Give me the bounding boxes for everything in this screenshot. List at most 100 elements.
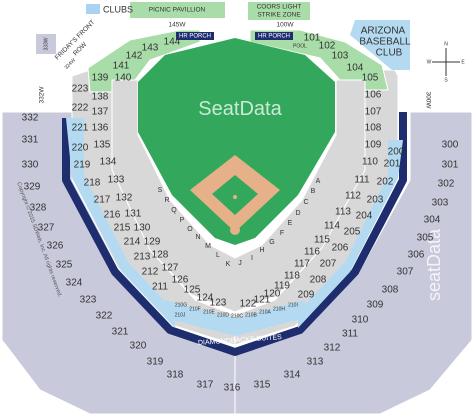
section-210I[interactable]: 210I	[288, 302, 298, 308]
section-331[interactable]: 331	[22, 135, 39, 146]
section-109[interactable]: 109	[365, 140, 382, 151]
section-107[interactable]: 107	[365, 107, 382, 118]
section-127[interactable]: 127	[162, 263, 179, 274]
section-214[interactable]: 214	[124, 237, 141, 248]
section-210J[interactable]: 210J	[175, 312, 186, 318]
section-210G[interactable]: 210G	[175, 302, 187, 308]
section-300[interactable]: 300	[442, 140, 459, 151]
section-100w[interactable]: 100W	[277, 22, 295, 29]
section-313[interactable]: 313	[307, 357, 324, 368]
section-312[interactable]: 312	[324, 343, 341, 354]
section-212[interactable]: 212	[142, 267, 159, 278]
section-202[interactable]: 202	[377, 177, 394, 188]
section-104[interactable]: 104	[347, 63, 364, 74]
section-145w[interactable]: 145W	[169, 22, 187, 29]
section-311[interactable]: 311	[342, 329, 358, 340]
section-210F[interactable]: 210F	[189, 306, 200, 312]
section-136[interactable]: 136	[92, 123, 109, 134]
section-108[interactable]: 108	[365, 123, 382, 134]
section-314[interactable]: 314	[284, 370, 301, 381]
section-144[interactable]: 144	[164, 37, 181, 48]
section-302[interactable]: 302	[438, 179, 455, 190]
section-110[interactable]: 110	[362, 157, 378, 168]
section-140[interactable]: 140	[115, 73, 132, 84]
section-210H[interactable]: 210H	[273, 306, 285, 312]
section-116[interactable]: 116	[304, 247, 320, 258]
section-111[interactable]: 111	[354, 175, 370, 186]
section-200[interactable]: 200	[388, 147, 405, 158]
section-210C[interactable]: 210C	[231, 313, 243, 319]
section-318[interactable]: 318	[167, 370, 184, 381]
section-321[interactable]: 321	[112, 327, 129, 338]
section-327[interactable]: 327	[38, 223, 55, 234]
section-106[interactable]: 106	[365, 90, 382, 101]
section-201[interactable]: 201	[384, 159, 401, 170]
section-223[interactable]: 223	[72, 84, 89, 95]
section-303[interactable]: 303	[432, 198, 449, 209]
section-118[interactable]: 118	[284, 271, 300, 282]
section-316[interactable]: 316	[224, 383, 241, 394]
section-119[interactable]: 119	[274, 281, 290, 292]
section-328[interactable]: 328	[30, 203, 47, 214]
section-305[interactable]: 305	[417, 233, 434, 244]
section-221[interactable]: 221	[72, 123, 89, 134]
section-210E[interactable]: 210E	[203, 309, 215, 315]
section-324[interactable]: 324	[66, 278, 83, 289]
section-105[interactable]: 105	[362, 73, 379, 84]
section-332w[interactable]: 332W	[39, 86, 46, 104]
section-125[interactable]: 125	[184, 285, 201, 296]
section-101[interactable]: 101	[304, 33, 321, 44]
section-206[interactable]: 206	[332, 243, 349, 254]
section-126[interactable]: 126	[172, 275, 189, 286]
section-133[interactable]: 133	[108, 175, 125, 186]
section-211[interactable]: 211	[152, 282, 168, 293]
section-330[interactable]: 330	[22, 160, 39, 171]
section-120[interactable]: 120	[264, 289, 281, 300]
section-205[interactable]: 205	[344, 227, 361, 238]
section-117[interactable]: 117	[294, 259, 310, 270]
section-307[interactable]: 307	[397, 267, 414, 278]
section-218[interactable]: 218	[84, 178, 101, 189]
section-323[interactable]: 323	[80, 295, 97, 306]
section-115[interactable]: 115	[314, 235, 330, 246]
section-141[interactable]: 141	[113, 61, 130, 72]
section-210A[interactable]: 210A	[259, 309, 271, 315]
section-122[interactable]: 122	[240, 299, 257, 310]
section-213[interactable]: 213	[134, 252, 151, 263]
section-124[interactable]: 124	[197, 293, 214, 304]
section-215[interactable]: 215	[114, 223, 131, 234]
section-315[interactable]: 315	[254, 380, 271, 391]
section-138[interactable]: 138	[92, 92, 109, 103]
section-131[interactable]: 131	[125, 209, 142, 220]
section-219[interactable]: 219	[74, 160, 91, 171]
section-121[interactable]: 121	[254, 295, 271, 306]
section-203[interactable]: 203	[367, 195, 384, 206]
section-210D[interactable]: 210D	[217, 312, 229, 318]
section-114[interactable]: 114	[324, 221, 340, 232]
section-320[interactable]: 320	[130, 341, 147, 352]
section-102[interactable]: 102	[319, 41, 336, 52]
section-322[interactable]: 322	[96, 311, 113, 322]
section-208[interactable]: 208	[310, 275, 327, 286]
section-326[interactable]: 326	[47, 241, 64, 252]
section-301[interactable]: 301	[442, 160, 459, 171]
section-207[interactable]: 207	[320, 259, 337, 270]
section-112[interactable]: 112	[345, 191, 361, 202]
section-143[interactable]: 143	[142, 43, 159, 54]
section-113[interactable]: 113	[335, 207, 351, 218]
section-304[interactable]: 304	[424, 215, 441, 226]
section-220[interactable]: 220	[72, 143, 89, 154]
section-319[interactable]: 319	[147, 357, 164, 368]
section-209[interactable]: 209	[298, 290, 315, 301]
section-300w[interactable]: 300W	[424, 92, 431, 110]
section-306[interactable]: 306	[408, 250, 425, 261]
section-130[interactable]: 130	[134, 223, 151, 234]
section-333w[interactable]: 333W	[43, 37, 49, 50]
section-137[interactable]: 137	[92, 107, 109, 118]
section-142[interactable]: 142	[126, 51, 143, 62]
section-123[interactable]: 123	[210, 298, 227, 309]
section-204[interactable]: 204	[356, 211, 373, 222]
section-210B[interactable]: 210B	[245, 312, 257, 318]
section-103[interactable]: 103	[332, 51, 349, 62]
section-132[interactable]: 132	[116, 193, 133, 204]
